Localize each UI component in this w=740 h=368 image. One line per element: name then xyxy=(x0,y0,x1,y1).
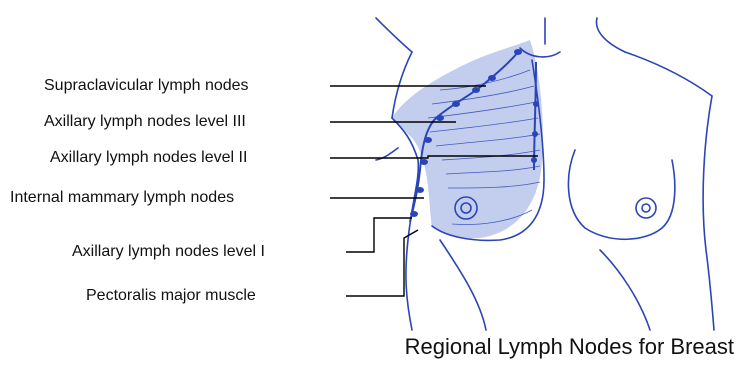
torso-centre-outline xyxy=(600,250,650,330)
label-pectoralis-major-muscle: Pectoralis major muscle xyxy=(86,286,256,306)
lymph-node-internal-mammary xyxy=(532,131,538,137)
breast-shaded-region xyxy=(392,40,543,238)
leader-line-pectoralis xyxy=(346,230,418,296)
neck-left-outline xyxy=(376,18,412,52)
right-breast-outline xyxy=(568,150,674,239)
lymph-node-level-iii xyxy=(472,87,480,93)
lymph-node-level-i xyxy=(416,187,424,193)
right-nipple xyxy=(642,204,650,212)
label-axillary-lymph-nodes-level-ii: Axillary lymph nodes level II xyxy=(50,148,247,168)
lymph-node-internal-mammary xyxy=(533,101,539,107)
lymph-node-level-i xyxy=(410,211,418,217)
lymph-node-supraclavicular xyxy=(488,75,496,81)
label-internal-mammary-lymph-nodes: Internal mammary lymph nodes xyxy=(10,188,234,208)
lymph-node-level-ii xyxy=(424,137,432,143)
leader-line-level-i xyxy=(346,218,412,252)
figure-caption: Regional Lymph Nodes for Breast xyxy=(0,334,734,360)
neck-right-outline xyxy=(596,18,625,52)
lymph-node-level-ii xyxy=(420,159,428,165)
label-supraclavicular-lymph-nodes: Supraclavicular lymph nodes xyxy=(44,76,249,96)
lymph-node-level-iii xyxy=(452,101,460,107)
lymph-node-internal-mammary xyxy=(531,157,537,163)
label-axillary-lymph-nodes-level-iii: Axillary lymph nodes level III xyxy=(44,112,246,132)
torso-right-outline xyxy=(703,96,714,330)
lymph-node-level-iii xyxy=(436,115,444,121)
label-axillary-lymph-nodes-level-i: Axillary lymph nodes level I xyxy=(72,242,265,262)
shoulder-right-outline xyxy=(625,52,712,96)
right-areola xyxy=(636,198,656,218)
lymph-node-supraclavicular xyxy=(514,49,522,55)
torso-lower-outline xyxy=(440,240,486,330)
